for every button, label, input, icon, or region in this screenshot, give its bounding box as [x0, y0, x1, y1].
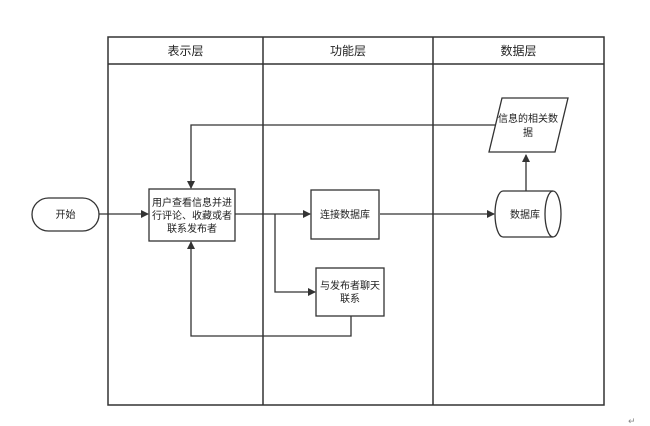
connect-db-node: 连接数据库: [310, 189, 380, 240]
contact-node: 与发布者聊天 联系: [315, 267, 385, 317]
related-data-node: 信息的相关数 据: [488, 97, 569, 153]
user-action-node: 用户查看信息并进 行评论、收藏或者 联系发布者: [148, 188, 236, 242]
contact-label-line1: 与发布者聊天: [320, 279, 380, 292]
related-data-label-line1: 信息的相关数: [498, 112, 558, 125]
user-action-box: [148, 188, 236, 242]
arrow-action-to-contact: [274, 214, 316, 296]
connect-db-label: 连接数据库: [320, 208, 370, 221]
user-action-label-line1: 用户查看信息并进: [152, 196, 232, 209]
related-data-shape: [488, 97, 569, 153]
related-data-label-line2: 据: [523, 126, 533, 139]
paragraph-mark: ↵: [628, 417, 636, 426]
user-action-label-line2: 行评论、收藏或者: [152, 209, 232, 222]
arrow-related-data-to-action: [187, 124, 500, 189]
arrow-contact-to-action: [187, 241, 352, 337]
swimlane-frame: 表示层 功能层 数据层: [107, 36, 605, 406]
database-label: 数据库: [510, 208, 540, 221]
lane-header-function: 功能层: [330, 44, 366, 58]
lane-header-presentation: 表示层: [167, 44, 203, 58]
database-cylinder-edge: [544, 190, 554, 238]
start-label: 开始: [56, 208, 76, 221]
connectors: [99, 124, 530, 337]
start-terminator-shape: [31, 197, 100, 232]
user-action-label-line3: 联系发布者: [167, 222, 217, 235]
connect-db-box: [310, 189, 380, 240]
contact-box: [315, 267, 385, 317]
contact-label-line2: 联系: [340, 293, 360, 305]
lane-header-data: 数据层: [500, 43, 536, 58]
swimlane-outer-border: [107, 36, 605, 406]
database-node: 数据库: [494, 190, 562, 238]
start-node: 开始: [31, 197, 100, 232]
